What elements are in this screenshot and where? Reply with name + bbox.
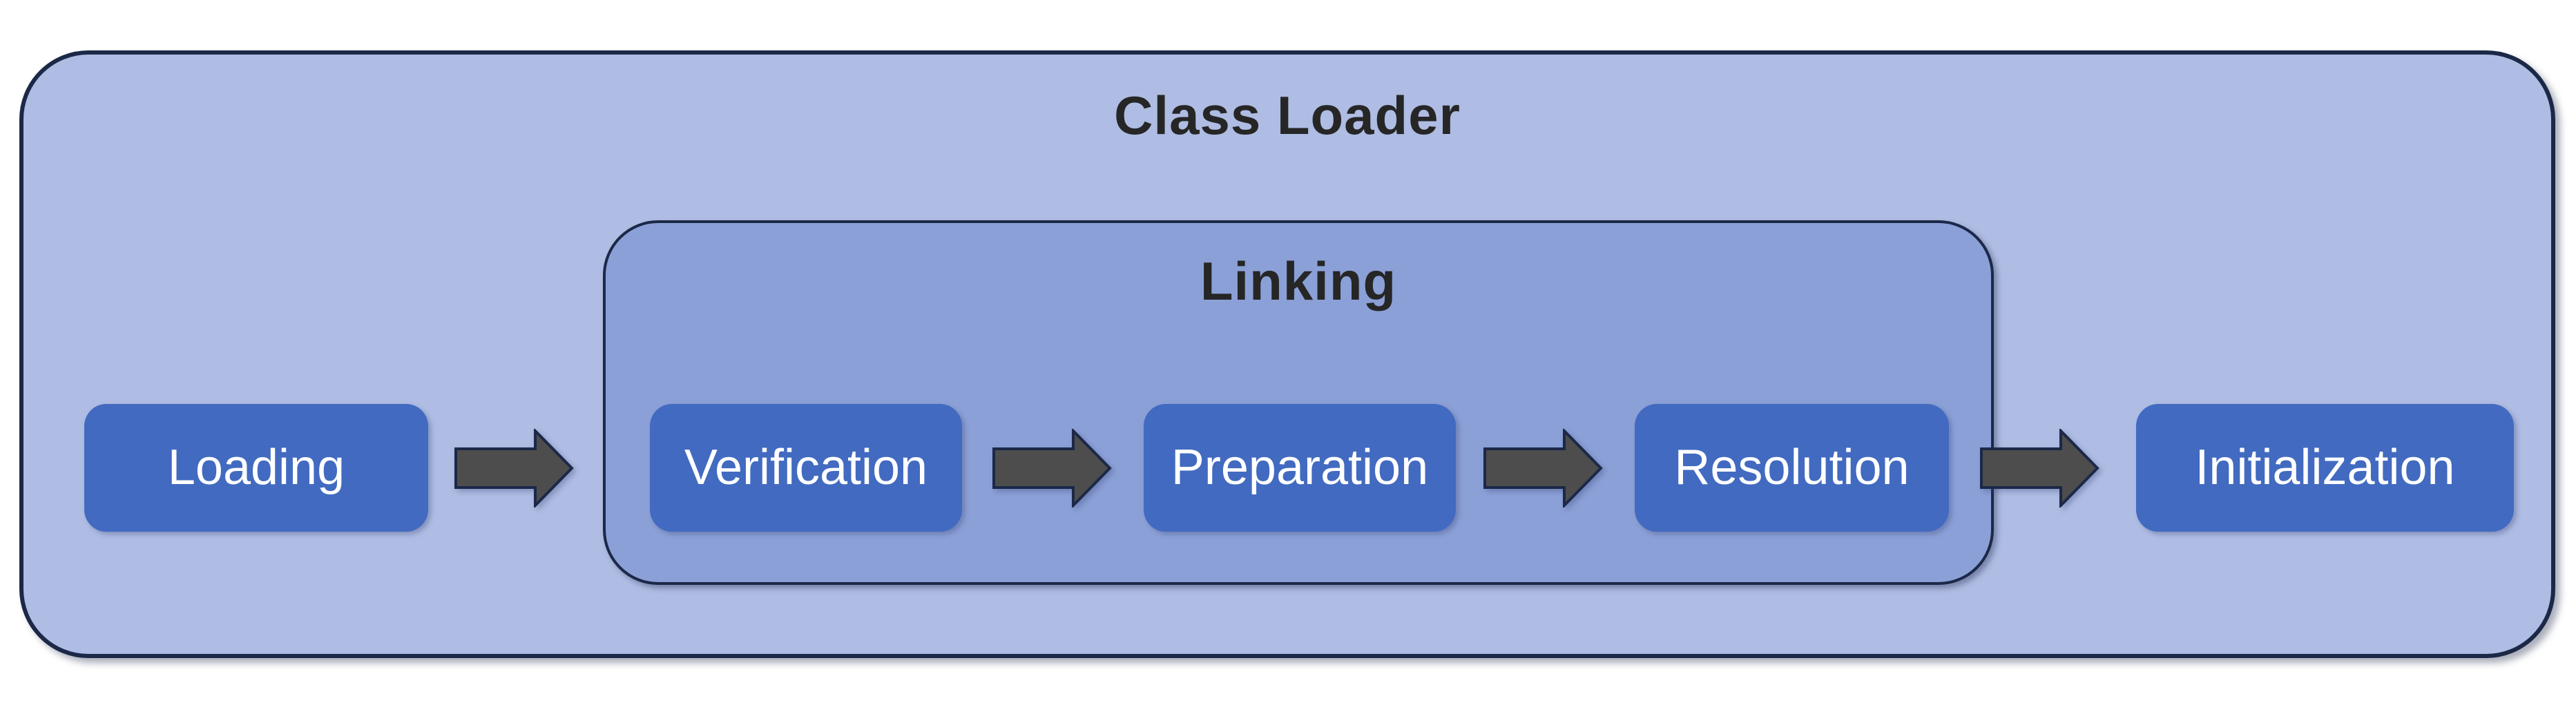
right-arrow-icon: [1980, 429, 2099, 508]
right-arrow-icon: [992, 429, 1112, 508]
linking-title: Linking: [1200, 251, 1397, 311]
stage-verification: Verification: [650, 404, 962, 532]
class-loader-title: Class Loader: [1114, 85, 1461, 146]
stage-initialization: Initialization: [2136, 404, 2514, 532]
stage-loading: Loading: [84, 404, 428, 532]
right-arrow-icon: [1483, 429, 1603, 508]
right-arrow-icon: [454, 429, 574, 508]
stage-preparation: Preparation: [1144, 404, 1456, 532]
stage-resolution: Resolution: [1635, 404, 1949, 532]
